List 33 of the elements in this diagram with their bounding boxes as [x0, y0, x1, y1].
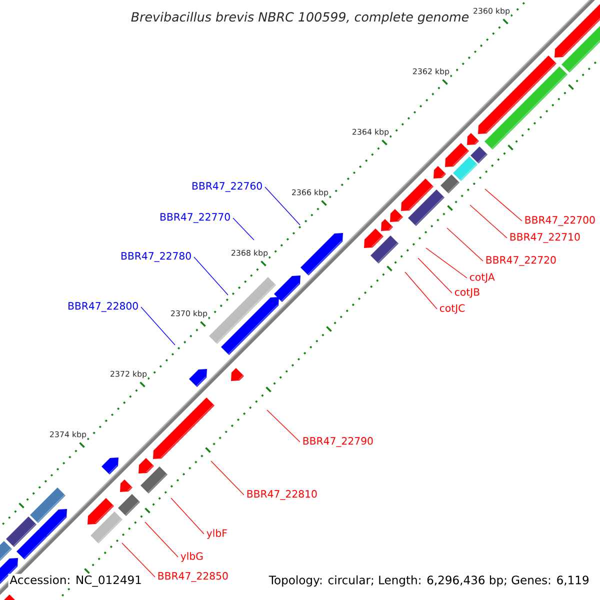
leader-line — [232, 218, 254, 240]
gene-label: ylbF — [206, 529, 227, 539]
leader-line — [446, 228, 484, 262]
title: Brevibacillus brevis NBRC 100599, complete genome — [131, 12, 469, 24]
gene-label: ylbG — [180, 552, 203, 562]
genome-stats-text: Topology: circular; Length: 6,296,436 bp; Genes: 6,119 — [268, 574, 591, 588]
gene-label: BBR47_22850 — [158, 572, 228, 582]
gene-label: cotJB — [454, 288, 480, 298]
leader-line — [484, 188, 522, 222]
leader-line — [170, 498, 204, 534]
gene-label: cotJA — [470, 273, 495, 283]
leader-line — [470, 204, 508, 238]
gene-label: BBR47_22710 — [510, 233, 580, 243]
gene-label: BBR47_22760 — [192, 182, 262, 192]
leader-line — [264, 186, 300, 226]
leader-line — [194, 256, 228, 296]
gene-label: BBR47_22800 — [68, 302, 138, 312]
accession-text: Accession: NC_012491 — [8, 574, 144, 588]
leader-line — [122, 542, 156, 578]
gene-label: BBR47_22790 — [303, 437, 373, 447]
leader-line — [418, 258, 452, 294]
leader-line — [404, 272, 438, 310]
gene-label: BBR47_22720 — [486, 256, 556, 266]
leader-line — [426, 248, 468, 278]
gene-label: BBR47_22770 — [160, 213, 230, 223]
leader-line — [266, 410, 300, 442]
leader-line — [144, 522, 178, 558]
gene-label: cotJC — [440, 304, 465, 314]
gene-label: BBR47_22780 — [122, 252, 191, 262]
leader-line — [140, 306, 176, 346]
gene-label: BBR47_22810 — [247, 490, 317, 500]
gene-label: BBR47_22700 — [525, 216, 595, 226]
leader-line — [210, 460, 244, 496]
